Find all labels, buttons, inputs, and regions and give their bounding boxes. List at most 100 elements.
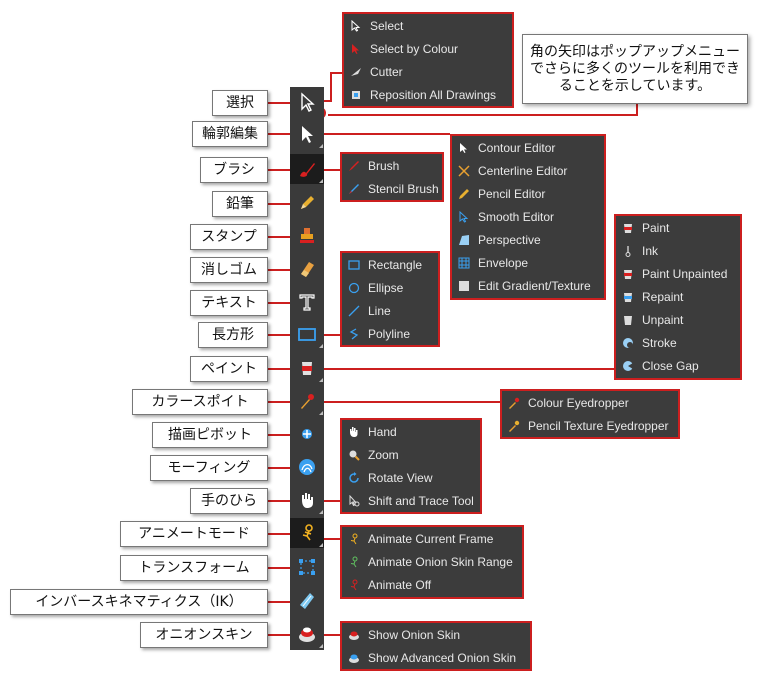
menu-item-label: Colour Eyedropper: [528, 395, 629, 410]
menu-item-polyline[interactable]: Polyline: [342, 322, 438, 345]
eyedropper-icon: [301, 394, 314, 409]
menu-item-hand[interactable]: Hand: [342, 420, 480, 443]
paint-bucket-icon: [302, 362, 312, 375]
menu-item-paint-unpainted[interactable]: Paint Unpainted: [616, 262, 740, 285]
menu-item-show-advanced-onion-skin[interactable]: Show Advanced Onion Skin: [342, 646, 530, 669]
rectangle-icon: [298, 328, 316, 341]
paint-tool[interactable]: [290, 353, 324, 383]
menu-item-rotate-view[interactable]: Rotate View: [342, 466, 480, 489]
ik-icon: [300, 593, 314, 609]
animate-menu: Animate Current Frame Animate Onion Skin…: [340, 525, 524, 599]
hand-icon: [302, 493, 313, 508]
menu-item-unpaint[interactable]: Unpaint: [616, 308, 740, 331]
menu-item-perspective[interactable]: Perspective: [452, 228, 604, 251]
onion-skin-tool[interactable]: [290, 619, 324, 649]
menu-item-close-gap[interactable]: Close Gap: [616, 354, 740, 377]
menu-item-edit-gradient-texture[interactable]: Edit Gradient/Texture: [452, 274, 604, 297]
text-icon: [299, 294, 315, 311]
label-inverse-kinematics: インバースキネマティクス（IK）: [10, 589, 268, 615]
envelope-icon: [458, 257, 470, 268]
menu-item-show-onion-skin[interactable]: Show Onion Skin: [342, 623, 530, 646]
select-colour-icon: [352, 43, 359, 54]
menu-item-label: Stroke: [642, 335, 677, 350]
brush-icon: [349, 160, 359, 171]
hand-tool[interactable]: [290, 485, 324, 515]
ink-icon: [625, 245, 631, 257]
line-icon: [348, 305, 360, 316]
menu-item-pencil-editor[interactable]: Pencil Editor: [452, 182, 604, 205]
smooth-editor-icon: [459, 210, 469, 223]
label-hand: 手のひら: [190, 488, 268, 514]
label-paint: ペイント: [190, 356, 268, 382]
menu-item-envelope[interactable]: Envelope: [452, 251, 604, 274]
menu-item-pencil-texture-eyedropper[interactable]: Pencil Texture Eyedropper: [502, 414, 678, 437]
menu-item-label: Paint: [642, 220, 670, 235]
label-eraser: 消しゴム: [190, 257, 268, 283]
menu-item-label: Select: [370, 18, 404, 33]
menu-item-select[interactable]: Select: [344, 14, 512, 37]
menu-item-reposition-all-drawings[interactable]: Reposition All Drawings: [344, 83, 512, 106]
pivot-icon: [302, 429, 312, 439]
label-animate-mode: アニメートモード: [120, 521, 268, 547]
morphing-tool[interactable]: [290, 452, 324, 482]
menu-item-label: Show Onion Skin: [368, 627, 461, 642]
menu-item-smooth-editor[interactable]: Smooth Editor: [452, 205, 604, 228]
menu-item-label: Cutter: [370, 64, 403, 79]
contour-editor-tool[interactable]: [290, 119, 324, 149]
pencil-icon: [301, 196, 314, 209]
stamp-tool[interactable]: [290, 221, 324, 251]
menu-item-rectangle[interactable]: Rectangle: [342, 253, 438, 276]
eraser-tool[interactable]: [290, 254, 324, 284]
contour-arrow-icon: [460, 142, 467, 153]
menu-item-select-by-colour[interactable]: Select by Colour: [344, 37, 512, 60]
select-arrow-icon: [351, 19, 361, 32]
label-morphing: モーフィング: [150, 455, 268, 481]
advanced-onion-skin-icon: [349, 654, 359, 663]
eyedropper-tool[interactable]: [290, 386, 324, 416]
paint-unpainted-icon: [624, 269, 632, 279]
onion-skin-icon: [299, 627, 315, 642]
menu-item-label: Pencil Texture Eyedropper: [528, 418, 669, 433]
animate-mode-tool[interactable]: [290, 518, 324, 548]
inverse-kinematics-tool[interactable]: [290, 586, 324, 616]
select-tool[interactable]: [290, 87, 324, 117]
onion-skin-icon: [349, 631, 359, 640]
brush-tool[interactable]: [290, 154, 324, 184]
menu-item-stroke[interactable]: Stroke: [616, 331, 740, 354]
menu-item-contour-editor[interactable]: Contour Editor: [452, 136, 604, 159]
pencil-tool[interactable]: [290, 188, 324, 218]
menu-item-label: Hand: [368, 424, 397, 439]
menu-item-line[interactable]: Line: [342, 299, 438, 322]
contour-arrow-icon: [302, 126, 313, 143]
menu-item-colour-eyedropper[interactable]: Colour Eyedropper: [502, 391, 678, 414]
menu-item-brush[interactable]: Brush: [342, 154, 442, 177]
label-onion-skin: オニオンスキン: [140, 622, 268, 648]
drawing-pivot-tool[interactable]: [290, 419, 324, 449]
menu-item-zoom[interactable]: Zoom: [342, 443, 480, 466]
menu-item-ellipse[interactable]: Ellipse: [342, 276, 438, 299]
label-rectangle: 長方形: [198, 322, 268, 348]
menu-item-label: Reposition All Drawings: [370, 87, 497, 102]
shift-trace-icon: [349, 494, 360, 506]
hand-icon: [350, 426, 358, 437]
label-stamp: スタンプ: [190, 224, 268, 250]
menu-item-paint[interactable]: Paint: [616, 216, 740, 239]
menu-item-cutter[interactable]: Cutter: [344, 60, 512, 83]
perspective-icon: [459, 234, 469, 245]
text-tool[interactable]: [290, 287, 324, 317]
menu-item-repaint[interactable]: Repaint: [616, 285, 740, 308]
menu-item-label: Stencil Brush: [368, 181, 439, 196]
menu-item-ink[interactable]: Ink: [616, 239, 740, 262]
label-text: テキスト: [190, 290, 268, 316]
menu-item-stencil-brush[interactable]: Stencil Brush: [342, 177, 442, 200]
transform-tool[interactable]: [290, 552, 324, 582]
menu-item-shift-and-trace-tool[interactable]: Shift and Trace Tool: [342, 489, 480, 512]
rectangle-tool[interactable]: [290, 319, 324, 349]
stencil-brush-icon: [349, 183, 359, 194]
label-contour-editor: 輪郭編集: [192, 121, 268, 147]
menu-item-animate-off[interactable]: Animate Off: [342, 573, 522, 596]
menu-item-animate-onion-skin-range[interactable]: Animate Onion Skin Range: [342, 550, 522, 573]
menu-item-centerline-editor[interactable]: Centerline Editor: [452, 159, 604, 182]
menu-item-label: Perspective: [478, 232, 541, 247]
menu-item-animate-current-frame[interactable]: Animate Current Frame: [342, 527, 522, 550]
